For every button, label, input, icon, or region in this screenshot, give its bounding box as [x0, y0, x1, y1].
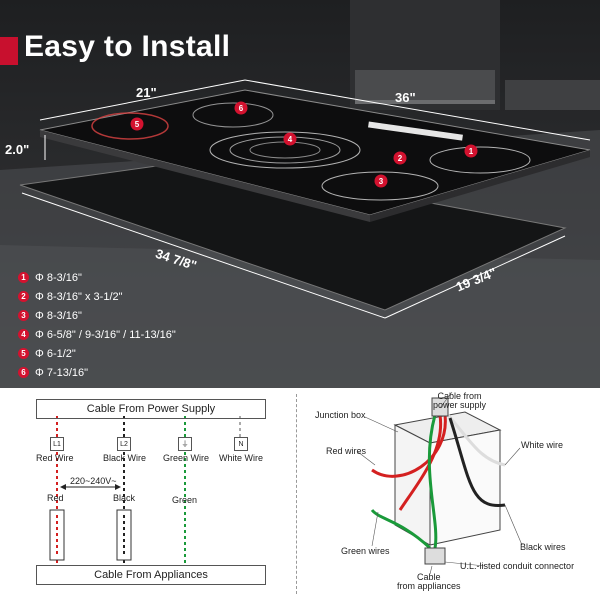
- product-illustration: 5 6 4 2 3 1: [0, 0, 600, 388]
- svg-text:3: 3: [379, 177, 384, 186]
- cable-from-appliances-label: Cable from appliances: [397, 572, 461, 591]
- cutout: [19, 159, 567, 311]
- white-wire-label: White Wire: [219, 453, 264, 463]
- burner-6: [192, 102, 274, 128]
- section-separator: [296, 394, 298, 594]
- svg-text:5: 5: [135, 120, 140, 129]
- black-label: Black: [113, 493, 136, 503]
- green-wires-label: Green wires: [341, 546, 390, 556]
- power-supply-cable: Cable From Power Supply: [36, 399, 266, 419]
- red-wire-label: Red Wire: [36, 453, 74, 463]
- terminal-l2: L2: [117, 437, 131, 451]
- black-wire-label: Black Wire: [103, 453, 147, 463]
- white-wire-label-right: White wire: [521, 440, 564, 450]
- page-title: Easy to Install: [24, 30, 231, 63]
- conduit-connector-label: U.L.-listed conduit connector: [460, 561, 575, 571]
- terminal-n: N: [234, 437, 248, 451]
- title-accent: [0, 37, 18, 65]
- voltage-label: 220~240V~: [70, 476, 117, 486]
- burner-5: [91, 112, 169, 140]
- red-label: Red: [47, 493, 64, 503]
- divider: [0, 388, 600, 390]
- svg-text:4: 4: [288, 135, 293, 144]
- svg-text:6: 6: [239, 104, 244, 113]
- height-dimension: 2.0": [5, 142, 30, 157]
- black-wires-label: Black wires: [520, 542, 566, 552]
- terminal-l1: L1: [50, 437, 64, 451]
- cable-from-power-label: Cable from power supply: [433, 391, 487, 410]
- width-dimension: 36": [395, 90, 416, 105]
- appliance-cable: Cable From Appliances: [36, 565, 266, 585]
- burner-1: [429, 146, 531, 174]
- red-wires-label: Red wires: [326, 446, 367, 456]
- depth-dimension: 21": [136, 85, 157, 100]
- green-label: Green: [172, 495, 198, 505]
- green-wire-label: Green Wire: [163, 453, 210, 463]
- burner-3: [321, 171, 439, 201]
- junction-box-label: Junction box: [315, 410, 366, 420]
- burner-4: [209, 131, 361, 169]
- ground-icon: ⏚: [178, 437, 192, 451]
- svg-text:1: 1: [469, 147, 474, 156]
- svg-text:2: 2: [398, 154, 403, 163]
